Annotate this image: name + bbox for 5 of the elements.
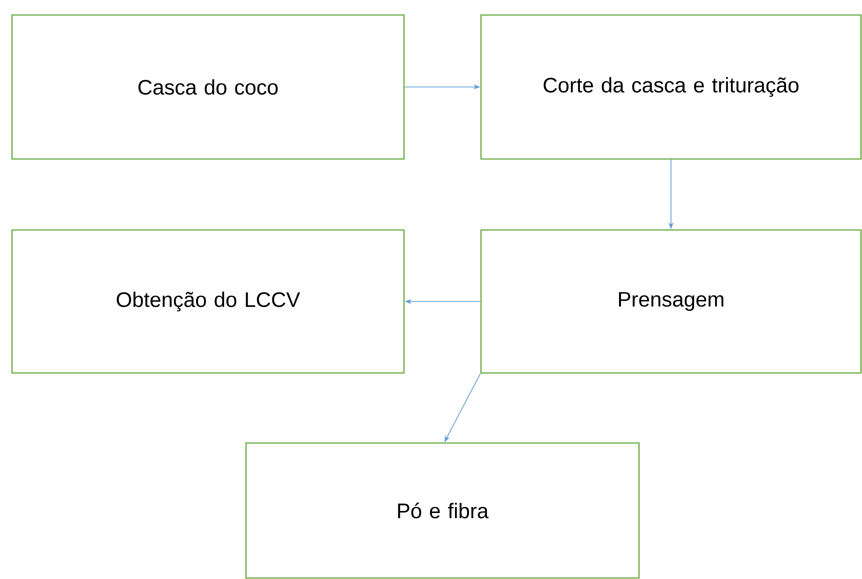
process-box: Prensagem: [480, 229, 862, 374]
process-box: Corte da casca e trituração: [480, 14, 862, 160]
process-box: Obtenção do LCCV: [11, 229, 405, 374]
process-box: Casca do coco: [11, 14, 405, 160]
process-box: Pó e fibra: [245, 442, 640, 579]
